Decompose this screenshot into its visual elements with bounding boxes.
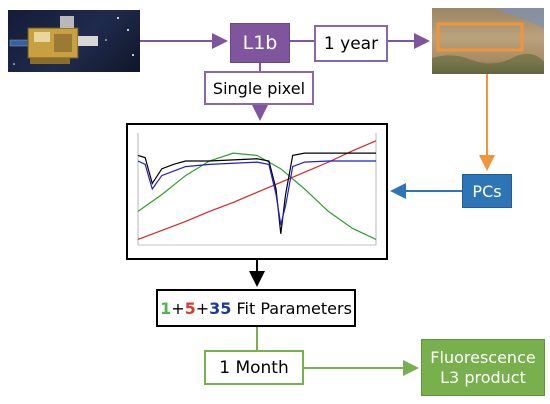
fit-parameters-box: 1+5+35 Fit Parameters	[156, 289, 356, 327]
fluorescence-line: Fluorescence	[430, 347, 536, 367]
chart-axes	[137, 133, 377, 246]
fluorescence-product-box: Fluorescence L3 product	[421, 339, 545, 396]
chart-series-line-2	[137, 140, 377, 240]
spectrum-chart-frame	[126, 123, 388, 260]
l3-product-line: L3 product	[440, 367, 526, 387]
single-pixel-box: Single pixel	[204, 71, 314, 105]
fit-count-blue: 35	[209, 298, 232, 318]
chart-series-line-4	[137, 160, 376, 225]
fit-count-green: 1	[160, 298, 172, 318]
l1b-box: L1b	[230, 23, 290, 63]
pcs-box: PCs	[462, 174, 512, 208]
chart-series-line-3	[137, 152, 376, 234]
fit-label: Fit Parameters	[231, 298, 352, 318]
chart-series-line-1	[137, 152, 377, 240]
one-year-box: 1 year	[314, 25, 388, 62]
spectrum-chart	[137, 133, 377, 246]
desert-map-image	[432, 8, 544, 74]
satellite-image	[8, 10, 140, 72]
fit-plus-2: +	[195, 298, 210, 318]
fit-plus-1: +	[171, 298, 185, 318]
fit-count-red: 5	[184, 298, 196, 318]
one-month-box: 1 Month	[204, 350, 304, 385]
